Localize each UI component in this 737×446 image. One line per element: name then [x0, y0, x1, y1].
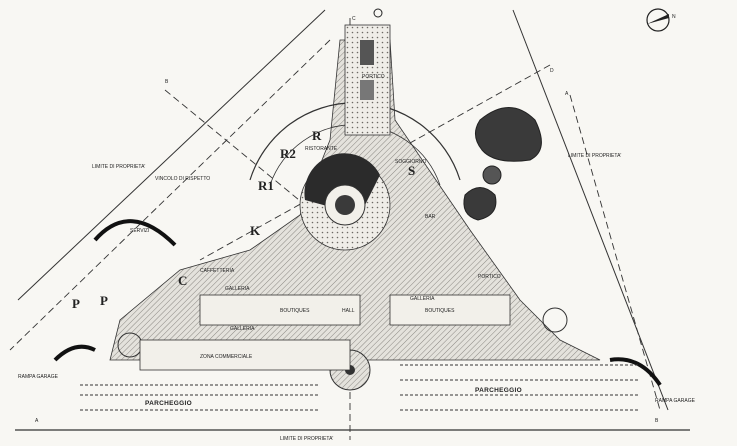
portico-right-label: PORTICO [478, 274, 501, 280]
boutiques-left-label: BOUTIQUES [280, 308, 310, 314]
zona-commerciale-label: ZONA COMMERCIALE [200, 354, 253, 360]
caffetteria-label: CAFFETTERIA [200, 268, 235, 274]
section-mark-b: B [165, 79, 169, 85]
section-mark-a: A [565, 91, 569, 97]
zone-k: K [250, 223, 261, 238]
zone-p1: P [72, 296, 80, 311]
top-portico-block: PORTICO [344, 24, 391, 136]
zone-r2: R2 [280, 146, 296, 161]
section-mark-d: D [550, 68, 554, 74]
landscape-constraint: VINCOLO DI RISPETTO [155, 176, 210, 182]
ristorante-label: RISTORANTE [305, 146, 338, 152]
section-mark-c: C [352, 16, 356, 22]
property-limit-left: LIMITE DI PROPRIETA' [92, 164, 145, 170]
zone-c: C [178, 273, 187, 288]
boutiques-right-label: BOUTIQUES [425, 308, 455, 314]
servizi-label: SERVIZI [130, 228, 149, 234]
zone-r1: R1 [258, 178, 274, 193]
section-mark-a-bottom: A [35, 418, 39, 424]
property-limit-bottom: LIMITE DI PROPRIETA' [280, 436, 333, 442]
galleria-left-label: GALLERIA [225, 286, 250, 292]
galleria-center-label: GALLERIA [230, 326, 255, 332]
north-label: N [672, 14, 676, 20]
north-arrow: N [646, 8, 676, 32]
section-mark-b-bottom: B [655, 418, 659, 424]
commercial-strip [139, 294, 511, 371]
zone-r-top: R [312, 128, 322, 143]
property-limit-right: LIMITE DI PROPRIETA' [568, 153, 621, 159]
bar-label: BAR [425, 214, 436, 220]
section-marks: C D B A A B [35, 8, 659, 424]
landscape-features [53, 107, 662, 387]
rampa-garage-left-label: RAMPA GARAGE [18, 374, 59, 380]
hall-label: HALL [342, 308, 355, 314]
zone-s: S [408, 163, 415, 178]
parcheggio-right-label: PARCHEGGIO [475, 387, 522, 394]
soggiorno-label: SOGGIORNO [395, 159, 427, 165]
parcheggio-left-label: PARCHEGGIO [145, 400, 192, 407]
portico-top-label: PORTICO [362, 74, 385, 80]
rampa-garage-right-label: RAMPA GARAGE [655, 398, 696, 404]
zone-p2: P [100, 293, 108, 308]
galleria-right-label: GALLERIA [410, 296, 435, 302]
plan-labels: LIMITE DI PROPRIETA' VINCOLO DI RISPETTO… [18, 128, 696, 442]
